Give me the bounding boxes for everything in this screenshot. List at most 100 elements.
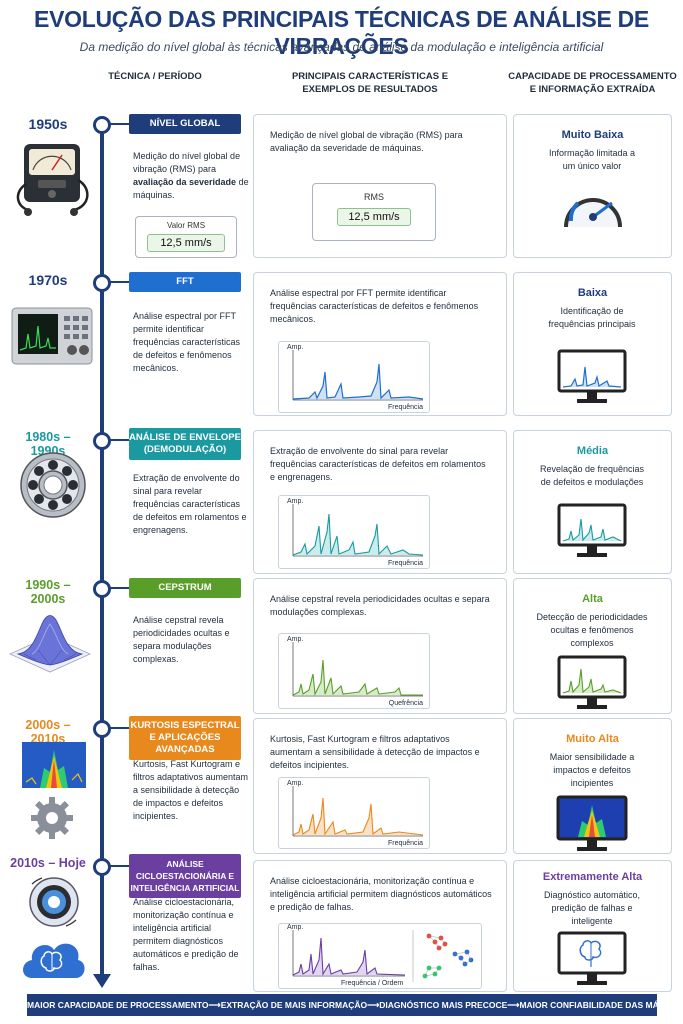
cyclostationary-trace [292,937,406,976]
kurtosis-trace [292,797,424,836]
monitor-icon [557,655,627,709]
technique-description: Medição do nível global de vibração (RMS… [133,150,251,202]
year-label: 1950s [28,116,68,132]
brain-monitor-icon [557,931,627,985]
rms-center-label: RMS [364,192,384,202]
rms-center-value: 12,5 mm/s [337,208,411,226]
capacity-level: Baixa [577,287,608,299]
characteristics-card: Análise cepstral revela periodicidades o… [253,578,507,714]
spectrum-plot: Amp. Frequência [278,341,430,413]
cepstrum-plot-svg [292,642,423,697]
card-text: Análise cicloestacionária, monitorização… [270,876,492,912]
technique-description: Kurtosis, Fast Kurtogram e filtros adapt… [133,759,249,821]
characteristics-card: Extração de envolvente do sinal para rev… [253,430,507,574]
capacity-level: Muito Baixa [561,129,624,141]
technique-label: ANÁLISE CICLOESTACIONÁRIA E INTELIGÊNCIA… [129,854,241,898]
technique-description: Extração de envolvente do sinal para rev… [133,473,247,535]
rms-value: 12,5 mm/s [147,234,225,252]
envelope-plot: Amp. Frequência [278,495,430,569]
envelope-plot-svg [292,504,424,557]
rms-value-box: Valor RMS 12,5 mm/s [135,216,237,258]
capacity-info: Detecção de periodicidades ocultas e fen… [536,612,648,648]
footer-banner: MAIOR CAPACIDADE DE PROCESSAMENTO ⟶ EXTR… [27,994,683,1016]
page-subtitle: Da medição do nível global às técnicas a… [79,40,604,54]
year-label: 1970s [28,272,68,288]
technique-description: Análise cepstral revela periodicidades o… [133,615,230,664]
footer-item-diagnosis: DIAGNÓSTICO MAIS PRECOCE [379,1000,508,1010]
rms-value-label: Valor RMS [166,221,206,230]
timeline-dot [93,858,111,876]
column-header-technique-label: TÉCNICA / PERÍODO [108,71,202,82]
technique-label: NÍVEL GLOBAL [129,114,241,134]
timeline-connector [108,439,130,441]
kurtogram-monitor-icon [556,795,628,851]
card-text: Análise cepstral revela periodicidades o… [270,594,490,617]
page-title: EVOLUÇÃO DAS PRINCIPAIS TÉCNICAS DE ANÁL… [34,6,649,59]
kurtogram-icon [22,742,86,788]
cyclostationary-plot: Amp. Frequência / Ordem [278,923,482,989]
timeline-connector [108,281,130,283]
timeline-dot [93,432,111,450]
monitor-icon [557,349,627,403]
cloud-brain-icon [23,943,85,978]
characteristics-card: Análise espectral por FFT permite identi… [253,272,507,416]
plot-xlabel: Frequência [387,404,423,411]
capacity-card: Alta Detecção de periodicidades ocultas … [513,578,672,714]
timeline-dot [93,580,111,598]
capacity-info: Maior sensibilidade a impactos e defeito… [549,752,635,788]
row-2000s-2010s: 2000s – 2010s KURTOSIS ESPECTRAL E APLIC… [0,714,683,856]
technique-label: FFT [129,272,241,292]
plot-ylabel: Amp. [287,636,304,643]
row-1980s-1990s: 1980s – 1990s ANÁLISE DE ENVELOPE (DEMOD… [0,426,683,576]
year-label: 1990s – 2000s [25,578,71,606]
cepstrum-plot: Amp. Quefrência [278,633,430,709]
timeline-connector [108,865,130,867]
year-label: 2010s – Hoje [10,856,86,870]
footer-item-processing: MAIOR CAPACIDADE DE PROCESSAMENTO [27,1000,209,1010]
card-text: Análise espectral por FFT permite identi… [270,288,479,324]
technique-label: ANÁLISE DE ENVELOPE (DEMODULAÇÃO) [129,428,241,460]
spectrum-plot-svg [292,350,424,401]
spectrum-analyzer-icon [11,307,93,365]
technique-description-c: de máquinas. [133,177,249,200]
footer-item-reliability: MAIOR CONFIABILIDADE DAS MÁQUINAS [519,1000,683,1010]
arrow-right-icon: ⟶ [367,999,380,1010]
row-1990s-2000s: 1990s – 2000s CEPSTRUM Análise cepstral … [0,574,683,716]
technique-description-a: Medição do nível global de vibração (RMS… [133,151,241,174]
capacity-card: Média Revelação de frequências de defeit… [513,430,672,574]
capacity-card: Extremamente Alta Diagnóstico automático… [513,860,672,992]
monitor-icon [557,503,627,557]
column-header-characteristics-line1: PRINCIPAIS CARACTERÍSTICAS E [291,71,449,82]
capacity-card: Baixa Identificação de frequências princ… [513,272,672,416]
characteristics-card: Kurtosis, Fast Kurtogram e filtros adapt… [253,718,507,854]
bearing-icon [20,452,86,518]
capacity-info: Identificação de frequências principais [548,306,636,329]
capacity-level: Alta [582,593,603,605]
capacity-info: Revelação de frequências de defeitos e m… [539,464,645,487]
kurtosis-plot-svg [292,786,424,837]
timeline-connector [108,123,130,125]
technique-description-b: avaliação da severidade [133,177,237,187]
column-header-capacity-line2: E INFORMAÇÃO EXTRAÍDA [529,84,656,95]
plot-xlabel: Quefrência [388,700,423,707]
timeline-dot [93,116,111,134]
card-text: Extração de envolvente do sinal para rev… [270,446,486,482]
plot-ylabel: Amp. [287,924,304,931]
cyclic-bearing-icon [29,877,79,927]
capacity-info: Diagnóstico automático, predição de falh… [543,890,641,926]
timeline-dot [93,274,111,292]
gear-icon [31,797,73,839]
capacity-level: Muito Alta [566,733,619,745]
row-2010s-hoje: 2010s – Hoje ANÁLISE CICLOESTACIONÁRIA E… [0,852,683,992]
cepstrum-trace [292,659,423,696]
timeline-connector [108,587,130,589]
timeline-dot [93,720,111,738]
capacity-level: Extremamente Alta [542,871,643,883]
row-1950s: 1950s NÍVEL GLOBAL Medição do nível glob… [0,110,683,260]
plot-xlabel: Frequência [387,840,423,847]
arrow-right-icon: ⟶ [507,999,520,1010]
row-1970s: 1970s FFT Análise espectral por FFT perm… [0,268,683,418]
plot-ylabel: Amp. [287,498,304,505]
